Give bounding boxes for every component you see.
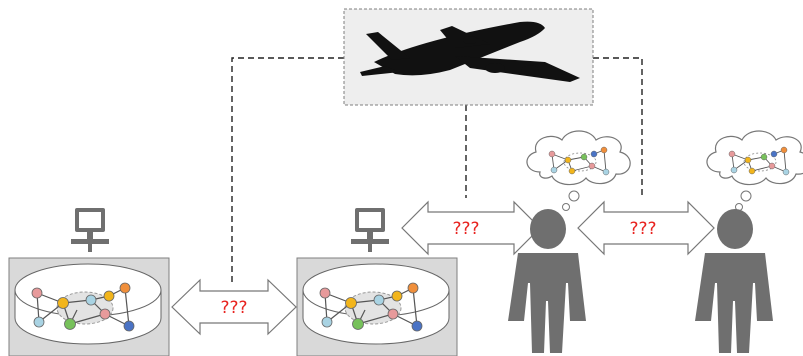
person-two <box>695 130 803 353</box>
person-to-person-arrow: ??? <box>577 200 715 256</box>
double-arrow-icon <box>577 200 715 256</box>
right-database-station <box>296 208 458 356</box>
person-one-thought-bubble-icon <box>526 130 631 186</box>
person-two-thought-bubble-icon <box>706 130 803 186</box>
left-database-station <box>8 208 170 356</box>
dashed-line-to-left-db <box>231 57 344 285</box>
double-arrow-icon <box>171 278 297 336</box>
person-to-person-label: ??? <box>629 219 656 239</box>
db-to-db-label: ??? <box>220 298 247 318</box>
airplane-panel <box>343 8 594 106</box>
db-to-person-label: ??? <box>452 219 479 239</box>
airplane-icon <box>360 21 580 82</box>
db-to-person-arrow: ??? <box>401 200 541 256</box>
person-one <box>508 130 631 353</box>
right-computer-icon <box>351 208 389 252</box>
dashed-connections <box>231 57 643 285</box>
db-to-db-arrow: ??? <box>171 278 297 336</box>
dashed-line-to-person <box>593 57 643 198</box>
left-computer-icon <box>71 208 109 252</box>
